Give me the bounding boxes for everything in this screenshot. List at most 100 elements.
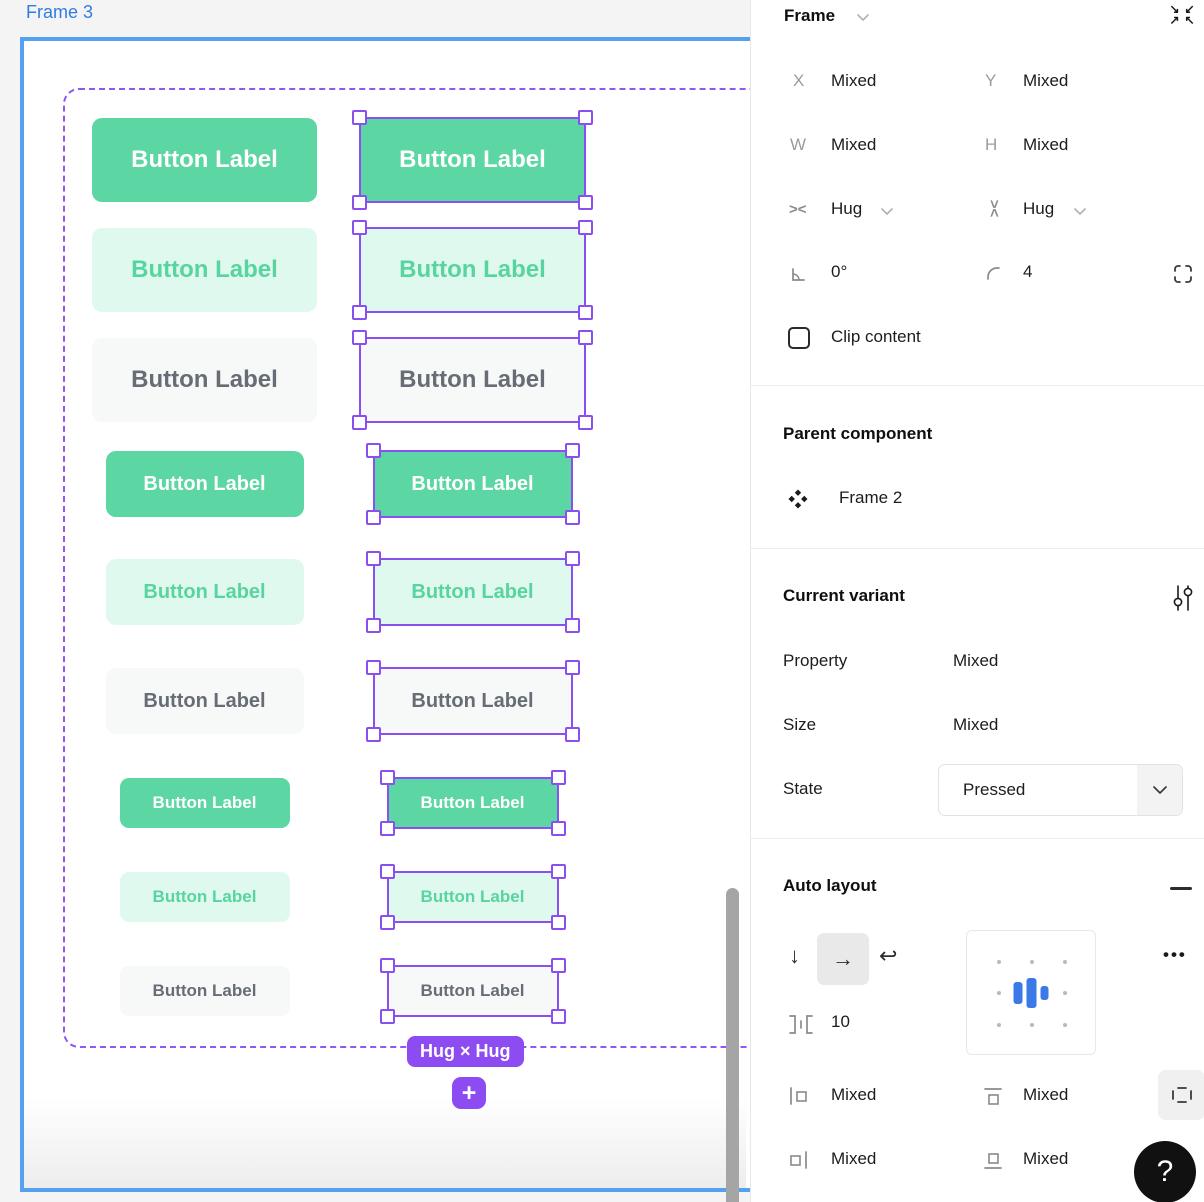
align-dot[interactable] [997, 991, 1001, 995]
button-component[interactable]: Button Label [119, 872, 290, 922]
selection-handle[interactable] [365, 727, 381, 742]
chevron-down-icon[interactable] [1074, 208, 1086, 216]
button-component[interactable]: Button Label [105, 451, 304, 517]
horizontal-sizing-select[interactable]: Hug [831, 199, 863, 218]
selection-handle[interactable] [352, 305, 367, 320]
button-component-selected[interactable]: Button Label [379, 770, 566, 836]
help-button[interactable]: ? [1134, 1141, 1196, 1202]
independent-padding-toggle[interactable] [1158, 1070, 1204, 1120]
clip-content-checkbox[interactable] [788, 327, 810, 349]
button-component[interactable]: Button Label [372, 558, 573, 626]
collapse-ui-icon[interactable]: ↘ ↙ ↗ ↖ [1168, 3, 1196, 26]
align-dot[interactable] [997, 1023, 1001, 1027]
selection-handle[interactable] [365, 618, 381, 633]
selection-handle[interactable] [550, 770, 566, 785]
button-component[interactable]: Button Label [372, 667, 573, 735]
button-component-selected[interactable]: Button Label [365, 443, 580, 525]
variant-sliders-icon[interactable] [1172, 583, 1194, 613]
selection-handle[interactable] [550, 1009, 566, 1024]
direction-horizontal-button-active[interactable]: → [817, 933, 869, 985]
selection-handle[interactable] [379, 864, 395, 879]
selection-handle[interactable] [379, 915, 395, 930]
selection-handle[interactable] [550, 915, 566, 930]
selection-handle[interactable] [550, 864, 566, 879]
button-component[interactable]: Button Label [119, 778, 290, 828]
independent-corners-icon[interactable] [1171, 262, 1195, 286]
selection-handle[interactable] [365, 551, 381, 566]
button-component-selected[interactable]: Button Label [352, 220, 593, 320]
padding-bottom-input[interactable]: Mixed [1023, 1149, 1069, 1168]
selection-handle[interactable] [379, 958, 395, 973]
selection-handle[interactable] [564, 510, 580, 525]
item-spacing-input[interactable]: 10 [831, 1012, 850, 1031]
padding-right-input[interactable]: Mixed [831, 1149, 877, 1168]
selection-handle[interactable] [379, 770, 395, 785]
button-component[interactable]: Button Label [105, 559, 304, 625]
button-component[interactable]: Button Label [105, 668, 304, 734]
padding-top-input[interactable]: Mixed [1023, 1085, 1069, 1104]
selection-handle[interactable] [365, 660, 381, 675]
button-component[interactable]: Button Label [92, 118, 317, 202]
direction-wrap-button[interactable]: ↩ [879, 943, 898, 968]
align-dot[interactable] [1030, 960, 1034, 964]
selection-handle[interactable] [578, 305, 593, 320]
alignment-picker[interactable] [966, 930, 1096, 1055]
selection-handle[interactable] [352, 220, 367, 235]
vertical-scrollbar[interactable] [726, 888, 739, 1202]
align-dot[interactable] [1063, 1023, 1067, 1027]
button-component[interactable]: Button Label [372, 450, 573, 518]
w-input[interactable]: Mixed [831, 135, 877, 154]
button-component[interactable]: Button Label [92, 338, 317, 422]
selection-handle[interactable] [578, 110, 593, 125]
selection-handle[interactable] [352, 110, 367, 125]
selection-handle[interactable] [578, 220, 593, 235]
button-component-selected[interactable]: Button Label [352, 110, 593, 210]
button-component-selected[interactable]: Button Label [365, 551, 580, 633]
selection-handle[interactable] [365, 510, 381, 525]
button-component[interactable]: Button Label [386, 777, 559, 829]
variant-size-value[interactable]: Mixed [953, 715, 999, 734]
more-options-button[interactable]: ••• [1163, 945, 1187, 964]
remove-auto-layout-button[interactable] [1170, 887, 1192, 890]
selection-handle[interactable] [352, 330, 367, 345]
button-component[interactable]: Button Label [359, 117, 586, 203]
button-component[interactable]: Button Label [359, 337, 586, 423]
selection-handle[interactable] [352, 195, 367, 210]
selection-handle[interactable] [379, 821, 395, 836]
corner-radius-input[interactable]: 4 [1023, 262, 1033, 281]
variant-property-value[interactable]: Mixed [953, 651, 999, 670]
chevron-down-icon[interactable] [857, 14, 869, 22]
selection-handle[interactable] [578, 330, 593, 345]
selection-handle[interactable] [578, 415, 593, 430]
selection-handle[interactable] [564, 551, 580, 566]
h-input[interactable]: Mixed [1023, 135, 1069, 154]
selection-handle[interactable] [352, 415, 367, 430]
button-component[interactable]: Button Label [386, 871, 559, 923]
selection-handle[interactable] [550, 821, 566, 836]
selection-handle[interactable] [379, 1009, 395, 1024]
button-component[interactable]: Button Label [92, 228, 317, 312]
selection-handle[interactable] [564, 443, 580, 458]
selection-handle[interactable] [365, 443, 381, 458]
state-dropdown[interactable]: Pressed [938, 764, 1183, 816]
panel-title[interactable]: Frame [784, 6, 836, 25]
parent-component-link[interactable]: Frame 2 [839, 488, 903, 507]
button-component-selected[interactable]: Button Label [365, 660, 580, 742]
rotation-input[interactable]: 0° [831, 262, 848, 281]
frame-title-label[interactable]: Frame 3 [26, 2, 94, 22]
align-dot[interactable] [1030, 1023, 1034, 1027]
chevron-down-icon[interactable] [881, 208, 893, 216]
add-item-button[interactable]: + [452, 1077, 486, 1109]
selection-handle[interactable] [564, 618, 580, 633]
button-component[interactable]: Button Label [359, 227, 586, 313]
selection-handle[interactable] [564, 660, 580, 675]
button-component-selected[interactable]: Button Label [379, 864, 566, 930]
button-component-selected[interactable]: Button Label [352, 330, 593, 430]
align-dot[interactable] [1063, 960, 1067, 964]
selection-handle[interactable] [564, 727, 580, 742]
direction-vertical-button[interactable]: ↓ [789, 943, 800, 968]
y-input[interactable]: Mixed [1023, 71, 1069, 90]
button-component[interactable]: Button Label [119, 966, 290, 1016]
button-component[interactable]: Button Label [386, 965, 559, 1017]
